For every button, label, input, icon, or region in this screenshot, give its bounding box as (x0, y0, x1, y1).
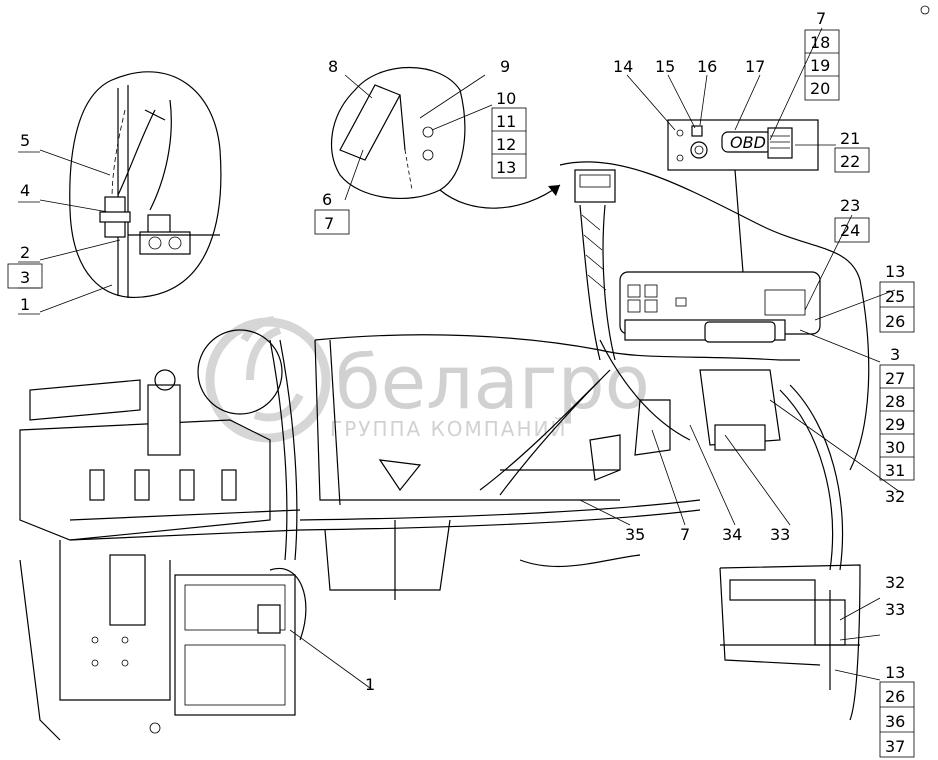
watermark: белагро ГРУППА КОМПАНИЙ (205, 316, 650, 443)
callout-27: 27 (885, 369, 905, 388)
callout-25: 25 (885, 287, 905, 306)
callout-16: 16 (697, 57, 717, 76)
callout-36: 36 (885, 712, 905, 731)
callout-18: 18 (810, 33, 830, 52)
callout-9: 9 (500, 57, 510, 76)
callout-13-right: 13 (885, 262, 905, 281)
watermark-tagline: ГРУППА КОМПАНИЙ (330, 417, 567, 441)
engine-assembly (19, 329, 301, 741)
callout-35: 35 (625, 525, 645, 544)
callout-1-bottom: 1 (365, 675, 375, 694)
callout-5: 5 (20, 131, 30, 150)
callout-32-detail: 32 (885, 573, 905, 592)
callout-3: 3 (20, 268, 30, 287)
callout-2: 2 (20, 243, 30, 262)
callout-33: 33 (770, 525, 790, 544)
callout-13-detail: 13 (885, 663, 905, 682)
battery-box (149, 567, 307, 734)
corner-mark (920, 5, 930, 15)
callout-19: 19 (810, 56, 830, 75)
obd-connector-label: OBD (730, 133, 766, 152)
callout-11: 11 (496, 112, 516, 131)
display-module (574, 169, 616, 361)
sensor-detail-view (69, 71, 222, 298)
callout-13: 13 (496, 158, 516, 177)
callout-20: 20 (810, 79, 830, 98)
callout-3-right: 3 (890, 345, 900, 364)
callout-8: 8 (328, 57, 338, 76)
callout-4: 4 (20, 181, 30, 200)
callout-10: 10 (496, 89, 516, 108)
callout-7: 7 (324, 214, 334, 233)
callout-32: 32 (885, 487, 905, 506)
callout-6: 6 (322, 190, 332, 209)
callout-labels: 5 4 2 3 1 8 6 7 9 10 11 12 13 14 15 16 1… (20, 9, 905, 756)
injectors (89, 469, 237, 501)
callout-31: 31 (885, 461, 905, 480)
callout-15: 15 (655, 57, 675, 76)
panel-detail-view (331, 66, 561, 209)
callout-29: 29 (885, 415, 905, 434)
callout-17: 17 (745, 57, 765, 76)
callout-boxes (7, 29, 915, 758)
callout-28: 28 (885, 392, 905, 411)
callout-37: 37 (885, 737, 905, 756)
callout-26: 26 (885, 312, 905, 331)
bracket-detail-view (719, 564, 861, 721)
cab-structure (299, 161, 870, 600)
callout-7-bottom: 7 (680, 525, 690, 544)
callout-22: 22 (840, 152, 860, 171)
callout-7-top: 7 (816, 9, 826, 28)
callout-26-detail: 26 (885, 687, 905, 706)
callout-1: 1 (20, 295, 30, 314)
wiring-harness (269, 339, 844, 571)
callout-30: 30 (885, 438, 905, 457)
callout-21: 21 (840, 129, 860, 148)
callout-14: 14 (613, 57, 633, 76)
obd-panel-detail: OBD (667, 119, 819, 313)
callout-12: 12 (496, 135, 516, 154)
callout-23: 23 (840, 196, 860, 215)
callout-33-detail: 33 (885, 600, 905, 619)
watermark-brand: белагро (335, 340, 650, 426)
callout-24: 24 (840, 221, 860, 240)
callout-34: 34 (722, 525, 742, 544)
